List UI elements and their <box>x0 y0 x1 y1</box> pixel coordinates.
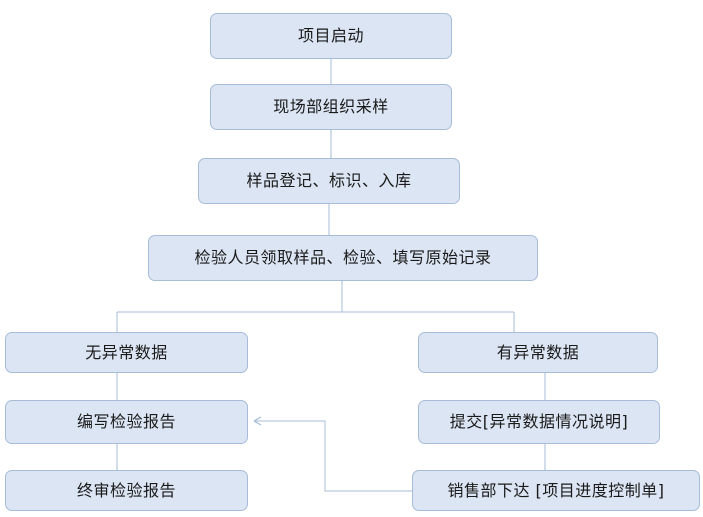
edge-sales-feedback-to-write <box>254 420 412 492</box>
node-label: 检验人员领取样品、检验、填写原始记录 <box>194 248 492 268</box>
node-has-abnormal-data[interactable]: 有异常数据 <box>418 332 658 373</box>
node-field-sampling[interactable]: 现场部组织采样 <box>210 84 452 130</box>
node-submit-explanation[interactable]: 提交[异常数据情况说明] <box>418 400 660 444</box>
node-label: 无异常数据 <box>85 342 168 362</box>
node-label: 项目启动 <box>297 26 364 46</box>
node-label: 销售部下达 [项目进度控制单] <box>447 480 665 500</box>
node-label: 样品登记、标识、入库 <box>246 171 412 191</box>
node-no-abnormal-data[interactable]: 无异常数据 <box>5 332 248 373</box>
node-label: 提交[异常数据情况说明] <box>449 412 629 432</box>
node-label: 编写检验报告 <box>76 412 176 432</box>
node-label: 现场部组织采样 <box>273 97 389 117</box>
node-final-report[interactable]: 终审检验报告 <box>5 470 248 511</box>
arrow-feedback-into-write <box>253 416 262 426</box>
node-inspection-record[interactable]: 检验人员领取样品、检验、填写原始记录 <box>148 235 538 281</box>
node-label: 有异常数据 <box>496 342 580 362</box>
node-sample-registration[interactable]: 样品登记、标识、入库 <box>198 158 460 204</box>
node-project-start[interactable]: 项目启动 <box>210 13 452 59</box>
node-label: 终审检验报告 <box>76 480 176 500</box>
node-sales-order[interactable]: 销售部下达 [项目进度控制单] <box>412 470 700 511</box>
node-write-report[interactable]: 编写检验报告 <box>5 400 248 444</box>
